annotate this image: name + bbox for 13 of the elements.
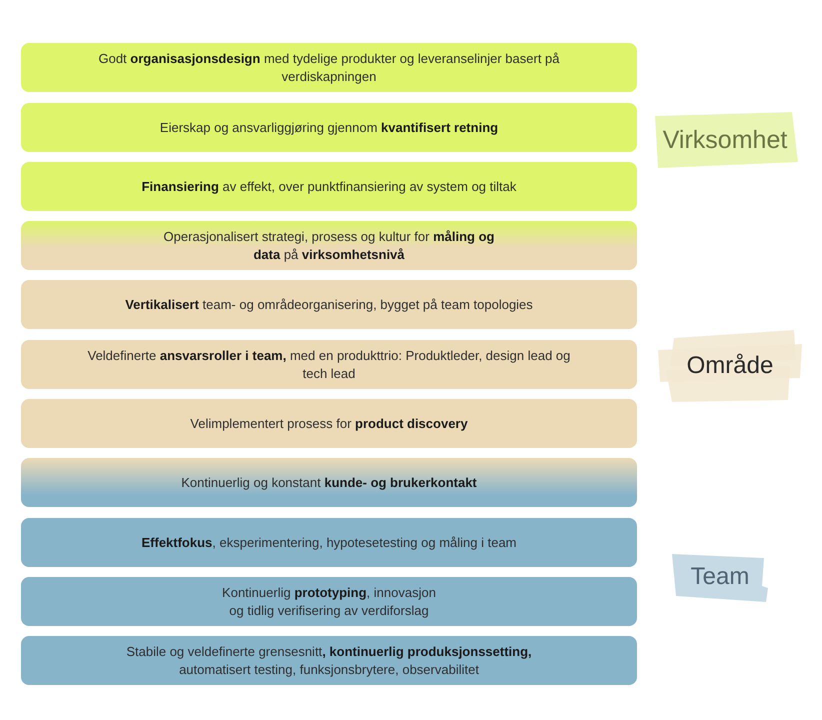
practice-bar: Effektfokus, eksperimentering, hypotesetesting og måling i team (21, 518, 637, 567)
practice-bar: Finansiering av effekt, over punktfinansiering av system og tiltak (21, 162, 637, 211)
practice-bar: Vertikalisert team- og områdeorganisering, bygget på team topologies (21, 280, 637, 329)
practice-bar: Kontinuerlig prototyping, innovasjon og tidlig verifisering av verdiforslag (21, 577, 637, 626)
practice-bar: Operasjonalisert strategi, prosess og kultur for måling og data på virksomhetsnivå (21, 221, 637, 270)
tape-label: Team (672, 552, 768, 602)
practice-bar: Kontinuerlig og konstant kunde- og brukerkontakt (21, 458, 637, 507)
practice-bar: Veldefinerte ansvarsroller i team, med en produkttrio: Produktleder, design lead og tech lead (21, 340, 637, 389)
practice-bar: Velimplementert prosess for product discovery (21, 399, 637, 448)
tape-label: Virksomhet (652, 112, 798, 168)
practice-bar: Eierskap og ansvarliggjøring gjennom kvantifisert retning (21, 103, 637, 152)
practice-bar: Stabile og veldefinerte grensesnitt, kontinuerlig produksjonssetting, automatisert testing, funksjonsbrytere, observabilitet (21, 636, 637, 685)
practice-bar: Godt organisasjonsdesign med tydelige produkter og leveranselinjer basert på verdiskapningen (21, 43, 637, 92)
